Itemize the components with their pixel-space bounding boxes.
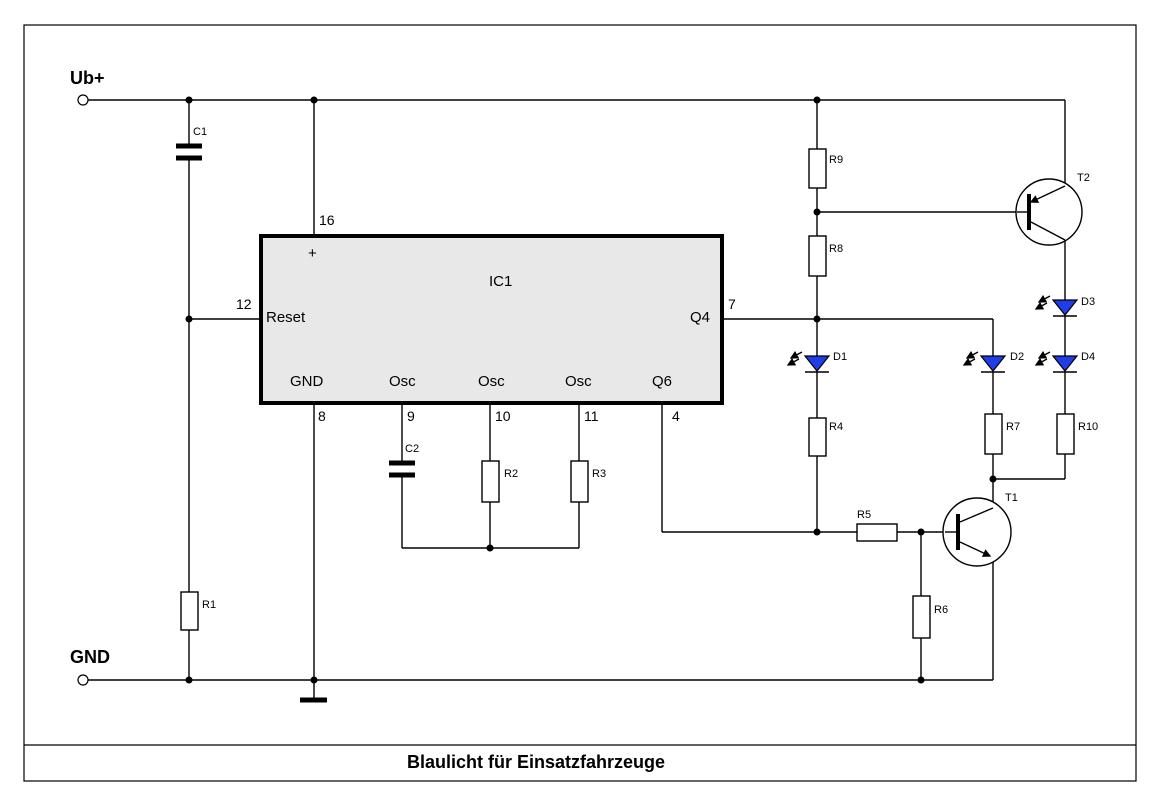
gnd-net-label: GND [70,647,110,667]
pin-11-number: 11 [584,408,599,424]
ic1-chip: IC1 + Reset Q4 GND Osc Osc Osc Q6 [259,234,724,405]
resistor-r6: R6 [912,595,948,639]
d3-label: D3 [1081,296,1095,308]
transistor-t2: T2 [1015,172,1090,246]
d1-label: D1 [833,351,847,363]
t1-label: T1 [1005,492,1018,504]
vcc-terminal [77,94,89,106]
r10-label: R10 [1078,421,1098,433]
r3-label: R3 [592,468,606,480]
resistor-r1: R1 [180,591,216,631]
d2-label: D2 [1010,351,1024,363]
led-d1: D1 [786,350,847,373]
resistor-r5: R5 [856,509,898,542]
resistor-r8: R8 [808,235,843,277]
ic1-osc-label-3: Osc [565,373,592,390]
drawing-title: Blaulicht für Einsatzfahrzeuge [407,752,665,772]
ic1-osc-label-2: Osc [478,373,505,390]
r2-label: R2 [504,468,518,480]
r9-label: R9 [829,154,843,166]
ic1-q4-label: Q4 [690,309,710,326]
drawing-frame [23,24,1137,782]
pin-8-number: 8 [318,408,326,424]
resistor-r4: R4 [808,417,843,457]
pin-7-number: 7 [728,296,736,312]
d4-label: D4 [1081,351,1095,363]
gnd-terminal [77,674,89,686]
pin-16-number: 16 [319,212,335,228]
ic1-q6-label: Q6 [652,373,672,390]
resistor-r9: R9 [808,148,843,189]
resistor-r2: R2 [481,460,518,503]
resistor-r10: R10 [1056,413,1098,455]
resistor-r7: R7 [984,413,1020,455]
pin-4-number: 4 [672,408,680,424]
c2-label: C2 [405,443,419,455]
r1-label: R1 [202,599,216,611]
r7-label: R7 [1006,421,1020,433]
led-d2: D2 [962,350,1024,373]
pin-12-number: 12 [236,296,252,312]
r6-label: R6 [934,604,948,616]
led-d4: D4 [1034,350,1095,373]
resistor-r3: R3 [570,460,606,503]
ic1-plus-sign: + [308,245,317,262]
pin-9-number: 9 [407,408,415,424]
r5-label: R5 [857,509,871,521]
capacitor-c1: C1 [176,126,207,161]
ic1-gnd-label: GND [290,373,324,390]
capacitor-c2: C2 [389,443,419,478]
transistor-t1: T1 [942,492,1018,567]
pin-10-number: 10 [495,408,511,424]
ic1-name: IC1 [489,273,512,290]
r4-label: R4 [829,421,843,433]
r8-label: R8 [829,243,843,255]
vcc-net-label: Ub+ [70,68,105,88]
c1-label: C1 [193,126,207,138]
ic1-osc-label-1: Osc [389,373,416,390]
ic1-reset-label: Reset [266,309,306,326]
t2-label: T2 [1077,172,1090,184]
led-d3: D3 [1034,294,1095,317]
junction-dots [185,96,997,684]
